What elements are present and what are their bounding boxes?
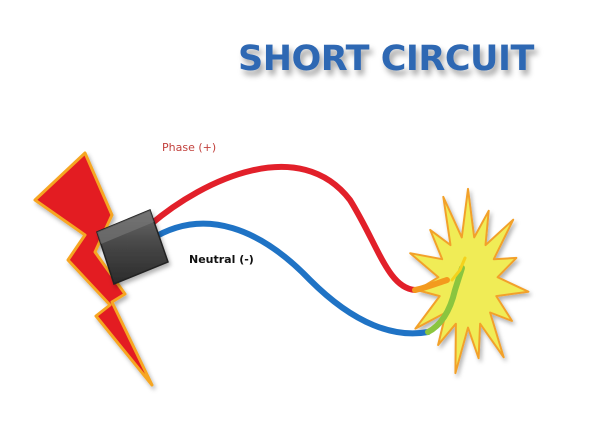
neutral-wire (147, 220, 431, 337)
phase-wire (147, 163, 418, 293)
phase-wire-tip (412, 277, 450, 293)
plug-connector-icon (96, 209, 169, 285)
page-title: SHORT CIRCUIT (238, 39, 534, 79)
spark-burst-icon (409, 187, 530, 375)
neutral-wire-tip (425, 265, 465, 335)
phase-label: Phase (+) (162, 141, 216, 154)
spark-filament (450, 256, 467, 282)
lightning-bolt-icon (33, 151, 154, 387)
neutral-label: Neutral (-) (189, 253, 254, 266)
